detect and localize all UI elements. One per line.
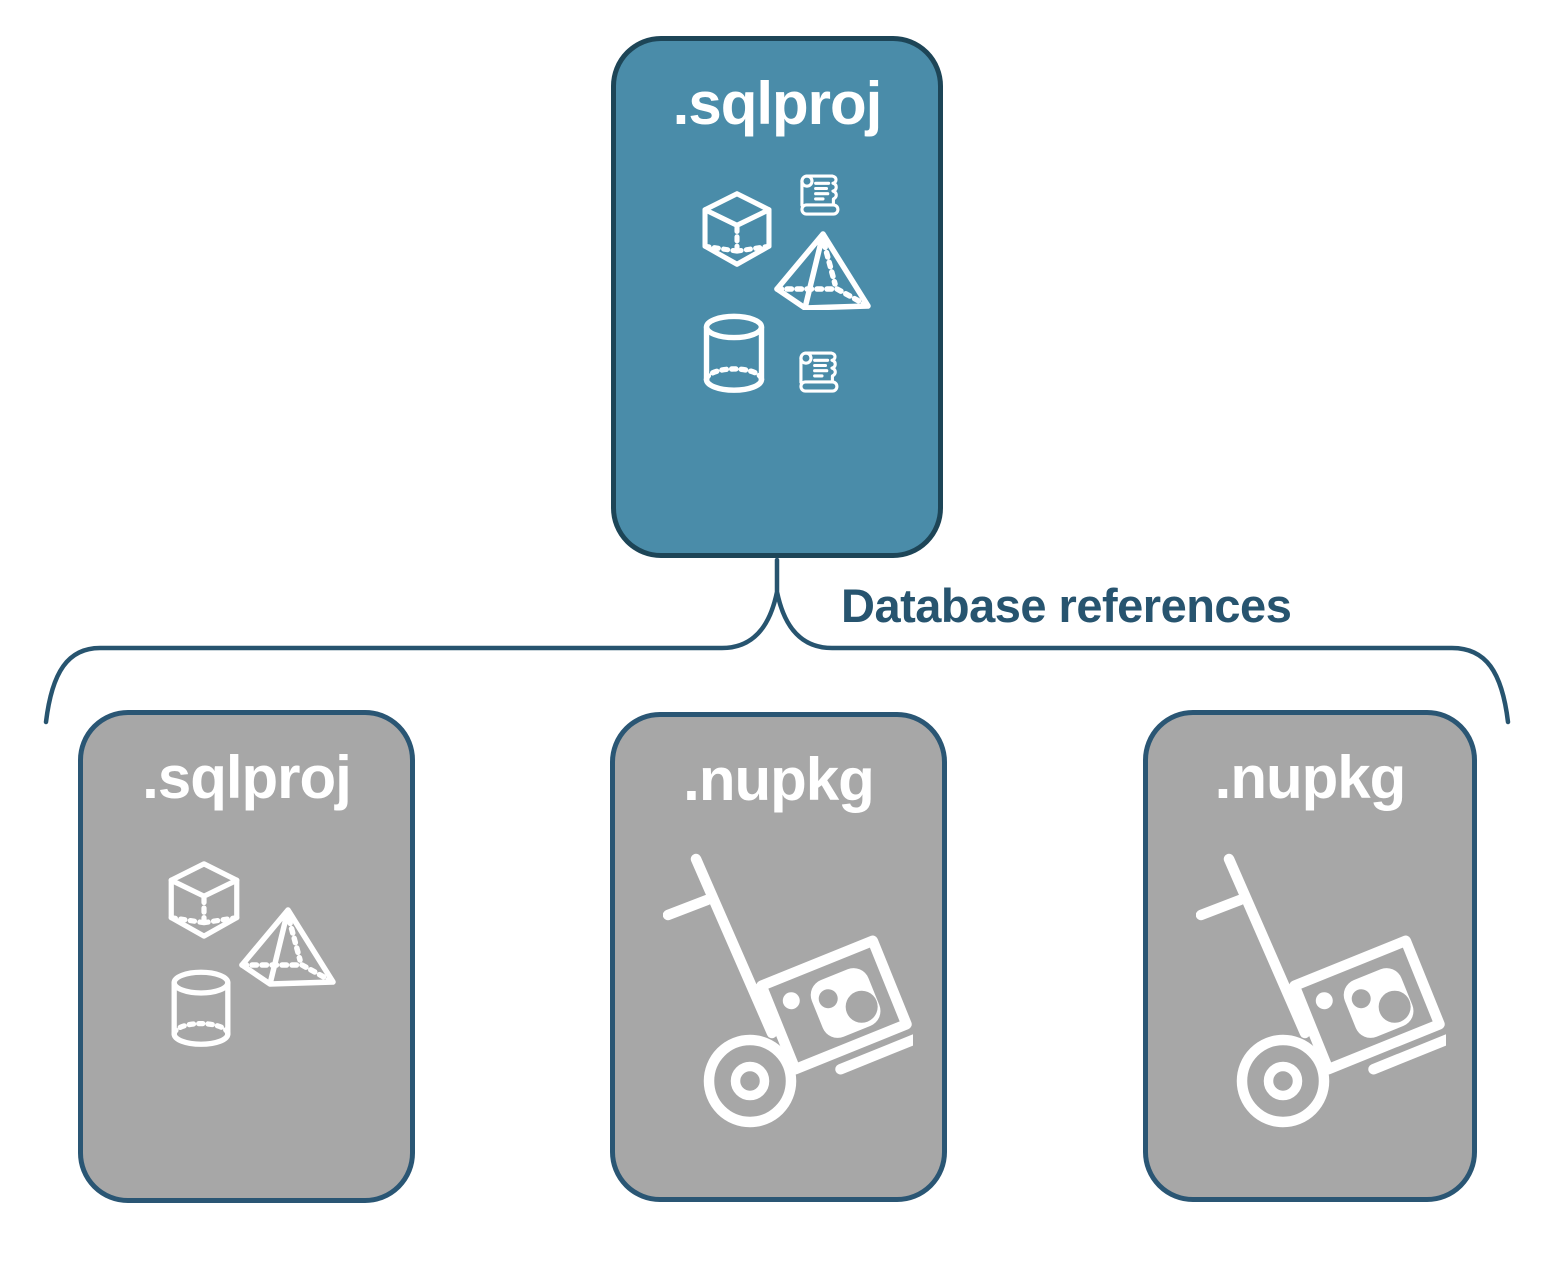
- script-scroll-icon: [799, 351, 839, 393]
- cube-icon: [160, 858, 248, 942]
- package-dolly-icon: [1196, 853, 1446, 1128]
- node-child-title: .nupkg: [1214, 744, 1407, 811]
- pyramid-icon: [237, 905, 337, 987]
- node-child-nupkg-1: .nupkg: [610, 712, 947, 1202]
- node-child-sqlproj: .sqlproj: [78, 710, 415, 1203]
- cylinder-icon: [700, 313, 768, 395]
- node-child-title: .sqlproj: [142, 744, 352, 811]
- node-root-title: .sqlproj: [672, 70, 883, 137]
- script-scroll-icon: [800, 174, 840, 216]
- node-root-sqlproj: .sqlproj: [611, 36, 943, 558]
- node-child-nupkg-2: .nupkg: [1143, 710, 1477, 1202]
- node-child-title: .nupkg: [683, 746, 875, 813]
- pyramid-icon: [772, 230, 872, 310]
- package-dolly-icon: [663, 853, 913, 1128]
- cylinder-icon: [166, 969, 236, 1049]
- cube-icon: [693, 188, 781, 270]
- connector-label: Database references: [841, 579, 1292, 632]
